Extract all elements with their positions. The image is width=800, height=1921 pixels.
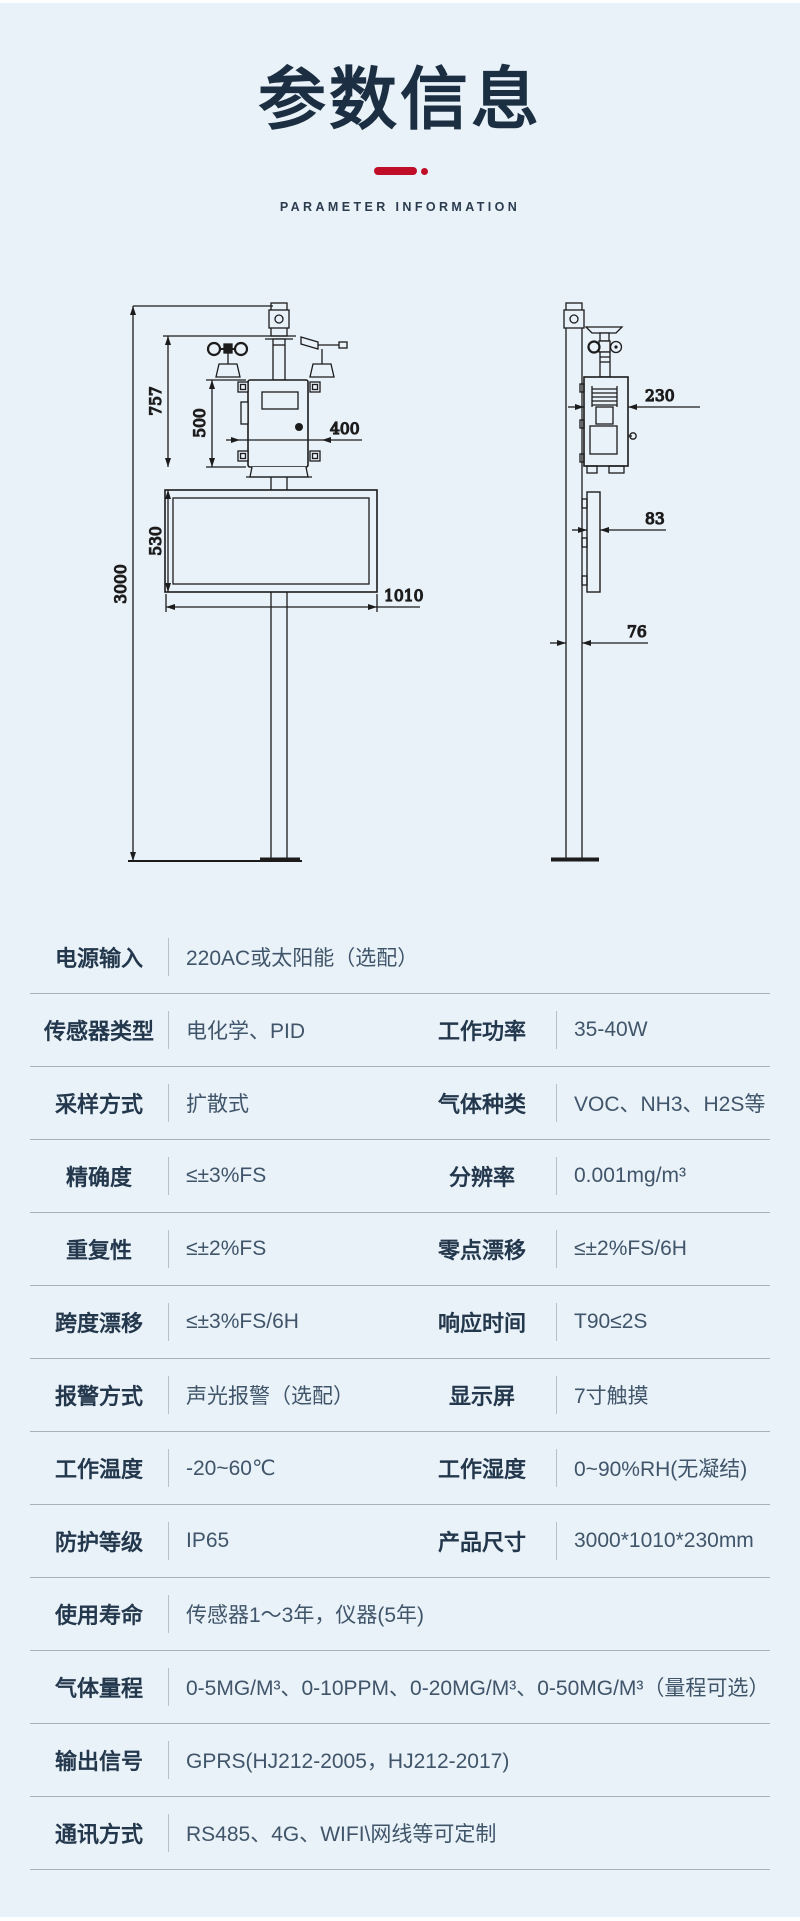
spec-label: 通讯方式: [54, 1822, 143, 1847]
spec-value: GPRS(HJ212-2005，HJ212-2017): [168, 1745, 770, 1775]
spec-label: 防护等级: [54, 1530, 143, 1555]
table-row: 工作温度 -20~60℃ 工作湿度 0~90%RH(无凝结): [30, 1432, 770, 1505]
spec-label: 精确度: [65, 1165, 132, 1190]
spec-label: 传感器类型: [43, 1019, 154, 1044]
dim-label-76: 76: [627, 623, 647, 641]
spec-value: RS485、4G、WIFI\网线等可定制: [168, 1818, 770, 1848]
technical-drawing: 3000 757 500 530: [0, 280, 800, 900]
spec-table: 电源输入 220AC或太阳能（选配） 传感器类型 电化学、PID 工作功率 35…: [30, 921, 770, 1870]
spec-label: 跨度漂移: [54, 1311, 143, 1336]
table-row: 通讯方式 RS485、4G、WIFI\网线等可定制: [30, 1797, 770, 1870]
spec-label: 气体量程: [54, 1676, 143, 1701]
dim-label-530: 530: [147, 526, 165, 556]
spec-value: 传感器1～3年，仪器(5年): [168, 1599, 770, 1629]
spec-label: 显示屏: [448, 1384, 515, 1409]
spec-label: 采样方式: [54, 1092, 143, 1117]
spec-label: 响应时间: [437, 1311, 526, 1336]
spec-value: 0.001mg/m³: [556, 1164, 770, 1188]
dim-label-500: 500: [191, 408, 209, 438]
table-row: 报警方式 声光报警（选配） 显示屏 7寸触摸: [30, 1359, 770, 1432]
page-bottom-edge: [0, 1917, 800, 1921]
spec-value: 0~90%RH(无凝结): [556, 1453, 770, 1483]
table-row: 电源输入 220AC或太阳能（选配）: [30, 921, 770, 994]
dim-label-400: 400: [330, 420, 360, 438]
spec-label: 工作功率: [437, 1019, 526, 1044]
title-accent: [0, 167, 800, 177]
table-row: 输出信号 GPRS(HJ212-2005，HJ212-2017): [30, 1724, 770, 1797]
dim-label-83: 83: [645, 510, 665, 528]
spec-value: ≤±3%FS/6H: [168, 1310, 408, 1334]
spec-value: -20~60℃: [168, 1456, 408, 1481]
spec-value: ≤±2%FS/6H: [556, 1237, 770, 1261]
spec-label: 产品尺寸: [437, 1530, 526, 1555]
table-row: 使用寿命 传感器1～3年，仪器(5年): [30, 1578, 770, 1651]
table-row: 跨度漂移 ≤±3%FS/6H 响应时间 T90≤2S: [30, 1286, 770, 1359]
table-row: 重复性 ≤±2%FS 零点漂移 ≤±2%FS/6H: [30, 1213, 770, 1286]
spec-label: 输出信号: [54, 1749, 143, 1774]
spec-value: 扩散式: [168, 1088, 408, 1118]
spec-label: 分辨率: [448, 1165, 515, 1190]
spec-label: 电源输入: [54, 946, 143, 971]
table-row: 采样方式 扩散式 气体种类 VOC、NH3、H2S等: [30, 1067, 770, 1140]
spec-value: T90≤2S: [556, 1310, 770, 1334]
spec-label: 报警方式: [54, 1384, 143, 1409]
table-row: 气体量程 0-5MG/M³、0-10PPM、0-20MG/M³、0-50MG/M…: [30, 1651, 770, 1724]
dim-label-1010: 1010: [384, 587, 423, 605]
spec-value: VOC、NH3、H2S等: [556, 1088, 770, 1118]
table-row: 防护等级 IP65 产品尺寸 3000*1010*230mm: [30, 1505, 770, 1578]
dim-label-230: 230: [645, 387, 675, 405]
spec-label: 零点漂移: [437, 1238, 526, 1263]
spec-label: 工作湿度: [437, 1457, 526, 1482]
spec-value: ≤±2%FS: [168, 1237, 408, 1261]
front-view-drawing: 3000 757 500 530: [111, 302, 424, 862]
spec-value: 220AC或太阳能（选配）: [168, 942, 770, 972]
dim-label-757: 757: [147, 386, 165, 416]
title-accent-dash: [374, 167, 417, 175]
spec-value: 0-5MG/M³、0-10PPM、0-20MG/M³、0-50MG/M³（量程可…: [168, 1672, 770, 1702]
spec-value: 电化学、PID: [168, 1015, 408, 1045]
table-row: 传感器类型 电化学、PID 工作功率 35-40W: [30, 994, 770, 1067]
page-subtitle: PARAMETER INFORMATION: [279, 200, 521, 214]
spec-label: 工作温度: [54, 1457, 143, 1482]
spec-label: 气体种类: [437, 1092, 526, 1117]
spec-label: 使用寿命: [54, 1603, 143, 1628]
table-row: 精确度 ≤±3%FS 分辨率 0.001mg/m³: [30, 1140, 770, 1213]
title-accent-dot: [421, 168, 428, 175]
side-view-drawing: 230 83 76: [550, 302, 700, 862]
spec-value: 3000*1010*230mm: [556, 1529, 770, 1553]
spec-value: ≤±3%FS: [168, 1164, 408, 1188]
dim-label-3000: 3000: [112, 564, 130, 603]
spec-value: 7寸触摸: [556, 1380, 770, 1410]
spec-value: 声光报警（选配）: [168, 1380, 408, 1410]
spec-value: IP65: [168, 1529, 408, 1553]
page-title: 参数信息: [257, 62, 542, 138]
spec-value: 35-40W: [556, 1018, 770, 1042]
spec-label: 重复性: [65, 1238, 132, 1263]
page-top-edge: [0, 0, 800, 3]
